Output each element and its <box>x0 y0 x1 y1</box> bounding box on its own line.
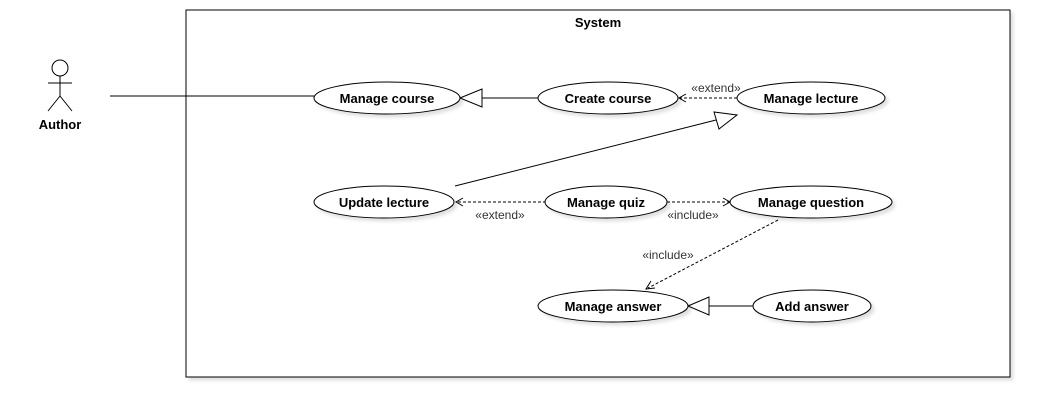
system-title: System <box>575 15 621 30</box>
extend-quiz-update-label: «extend» <box>475 208 525 222</box>
generalization-update-manage-lecture <box>454 119 717 187</box>
generalization-arrowhead <box>458 88 483 108</box>
use-case-manage-question[interactable]: Manage question <box>729 185 893 219</box>
use-case-manage-lecture[interactable]: Manage lecture <box>736 81 886 115</box>
use-case-manage-answer[interactable]: Manage answer <box>537 289 689 323</box>
use-case-manage-quiz-label: Manage quiz <box>567 195 646 210</box>
use-case-create-course[interactable]: Create course <box>537 81 679 115</box>
extend-lecture-create-arrowhead <box>677 93 687 103</box>
use-case-add-answer-label: Add answer <box>775 299 849 314</box>
include-question-answer-arrowhead <box>645 280 656 290</box>
generalization-answer-arrowhead <box>686 296 710 316</box>
extend-lecture-create-label: «extend» <box>691 81 741 95</box>
use-case-update-lecture-label: Update lecture <box>339 195 429 210</box>
actor-author-figure[interactable] <box>47 59 73 112</box>
use-case-update-lecture[interactable]: Update lecture <box>313 185 455 219</box>
extend-quiz-update-arrowhead <box>454 197 464 207</box>
include-quiz-question-label: «include» <box>667 208 719 222</box>
use-case-add-answer[interactable]: Add answer <box>752 289 872 323</box>
use-case-manage-answer-label: Manage answer <box>565 299 662 314</box>
use-case-manage-course[interactable]: Manage course <box>313 81 461 115</box>
use-case-create-course-label: Create course <box>565 91 652 106</box>
include-question-answer-line <box>647 219 779 289</box>
use-case-manage-question-label: Manage question <box>758 195 864 210</box>
use-case-manage-quiz[interactable]: Manage quiz <box>544 185 668 219</box>
actor-author-label: Author <box>39 117 82 132</box>
use-case-manage-course-label: Manage course <box>340 91 435 106</box>
generalization-lecture-arrowhead <box>713 111 739 130</box>
use-case-manage-lecture-label: Manage lecture <box>764 91 859 106</box>
include-question-answer-label: «include» <box>642 248 694 262</box>
